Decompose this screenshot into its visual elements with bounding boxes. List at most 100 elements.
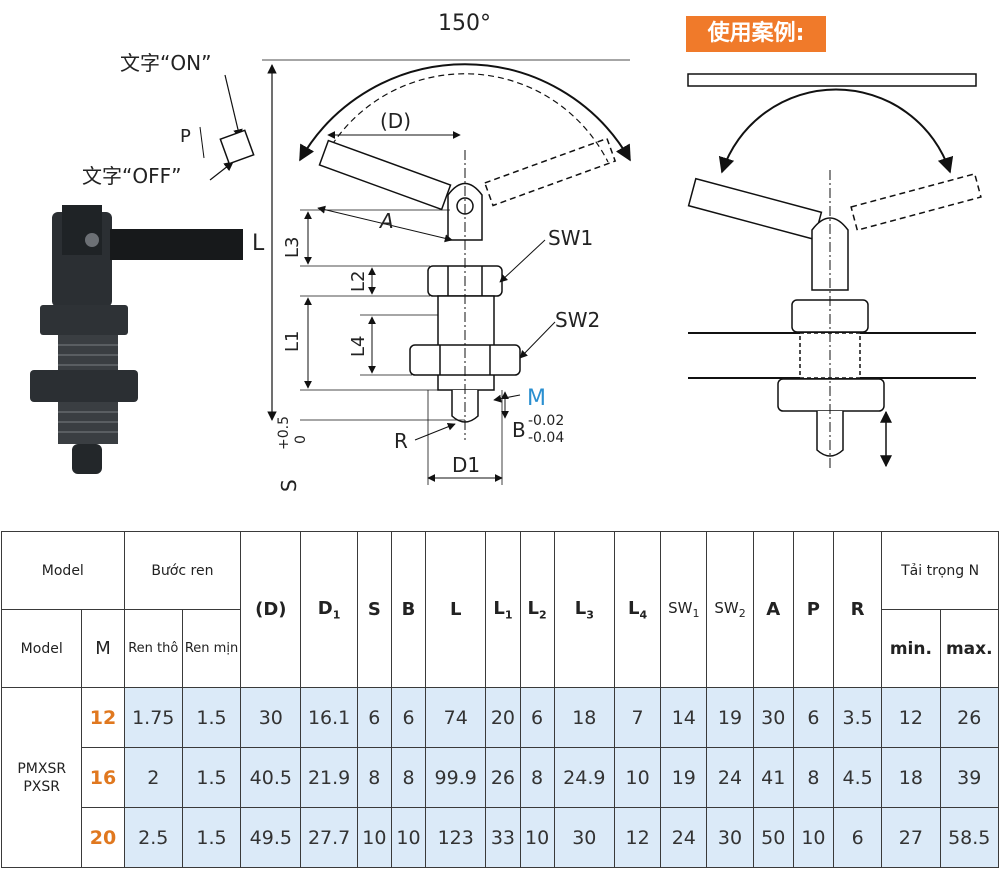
table-cell: 3.5 [832,687,883,748]
table-cell: 24 [660,807,708,868]
header-col-p: P [792,531,835,688]
table-cell: 39 [939,747,1000,808]
table-cell: 4.5 [832,747,883,808]
table-cell: 58.5 [939,807,1000,868]
s-tolerance-lower: 0 [293,435,309,444]
table-cell: 10 [390,807,427,868]
table-cell: 12 [613,807,662,868]
s-tolerance: +0.5 [276,416,292,450]
usage-case-label: 使用案例: [686,16,826,52]
table-cell: 7 [613,687,662,748]
table-cell: 10 [356,807,392,868]
text-on-label: 文字“ON” [120,51,211,75]
table-cell: 18 [553,687,615,748]
header-col-l2: L2 [519,531,555,688]
table-cell: 6 [792,687,835,748]
label-sw2: SW2 [555,308,600,332]
table-cell: 19 [660,747,708,808]
dimension-drawing [262,59,631,485]
table-cell: 1.5 [181,807,242,868]
header-col-l1: L1 [485,531,521,688]
table-row: 20 2.5 1.5 49.5 27.7 10 10 123 33 10 30 … [2,807,1000,868]
technical-drawing: 文字“ON” 文字“OFF” P [30,11,982,492]
table-cell: 40.5 [240,747,302,808]
table-cell: 8 [519,747,555,808]
table-cell: 8 [792,747,835,808]
table-cell: 20 [485,687,521,748]
table-cell: 74 [425,687,487,748]
header-model: Model [1,531,125,610]
table-cell: 6 [390,687,427,748]
table-cell: 10 [792,807,835,868]
table-cell: 10 [519,807,555,868]
label-a: A [378,209,394,233]
header-thread-pitch: Bước ren [123,531,242,610]
table-cell: 21.9 [300,747,358,808]
header-m: M [81,609,125,688]
table-cell: 24.9 [553,747,615,808]
label-d: (D) [380,109,411,133]
header-col-b: B [390,531,427,688]
table-cell: 2 [123,747,183,808]
table-cell: 6 [356,687,392,748]
label-l3: L3 [282,237,303,258]
b-tolerance-lower: -0.04 [528,430,564,446]
header-col-d1: D1 [300,531,358,688]
table-cell: 2.5 [123,807,183,868]
table-cell: 26 [485,747,521,808]
table-cell: 41 [752,747,794,808]
label-s: S [277,479,301,492]
header-col-d: (D) [240,531,302,688]
m-size-cell: 12 [81,687,125,748]
table-cell: 27 [881,807,941,868]
label-l: L [252,231,265,256]
header-col-a: A [752,531,794,688]
product-photo [30,205,243,474]
table-cell: 19 [706,687,754,748]
header-col-sw2: SW2 [706,531,754,688]
label-sw1: SW1 [548,226,593,250]
header-model-sub: Model [0,609,83,688]
table-cell: 6 [519,687,555,748]
table-cell: 30 [706,807,754,868]
table-cell: 50 [752,807,794,868]
text-off-label: 文字“OFF” [82,164,181,188]
usage-case-drawing [687,73,982,470]
dimension-labels: 150° (D) A L L3 L2 L1 L4 SW1 SW2 M B -0.… [252,11,600,492]
table-cell: 8 [356,747,392,808]
table-cell: 1.75 [123,687,183,748]
header-min: min. [881,609,941,688]
table-cell: 1.5 [181,687,242,748]
angle-label: 150° [438,11,491,36]
header-load: Tải trọng N [881,531,999,610]
table-row: PMXSR PXSR 12 1.75 1.5 30 16.1 6 6 74 20… [0,687,1000,868]
table-row: 16 2 1.5 40.5 21.9 8 8 99.9 26 8 24.9 10… [2,747,1000,808]
m-size-cell: 16 [81,747,125,808]
header-col-r: R [832,531,883,688]
table-cell: 6 [832,807,883,868]
table-cell: 1.5 [181,747,242,808]
table-cell: 16.1 [300,687,358,748]
table-cell: 27.7 [300,807,358,868]
label-l4: L4 [348,336,369,357]
header-col-sw1: SW1 [660,531,708,688]
table-cell: 30 [240,687,302,748]
header-col-l: L [425,531,487,688]
header-col-l4: L4 [613,531,662,688]
label-p: P [180,126,191,147]
table-cell: 12 [881,687,941,748]
table-cell: 14 [660,687,708,748]
table-cell: 30 [752,687,794,748]
label-r: R [394,429,408,453]
table-cell: 49.5 [240,807,302,868]
table-cell: 123 [425,807,487,868]
table-cell: 99.9 [425,747,487,808]
on-off-callout: 文字“ON” 文字“OFF” P [82,51,255,188]
header-fine: Ren mịn [181,609,242,688]
table-cell: 33 [485,807,521,868]
header-max: max. [939,609,1000,688]
table-cell: 24 [706,747,754,808]
table-cell: 18 [881,747,941,808]
label-l1: L1 [282,331,303,352]
b-tolerance-upper: -0.02 [528,413,564,429]
